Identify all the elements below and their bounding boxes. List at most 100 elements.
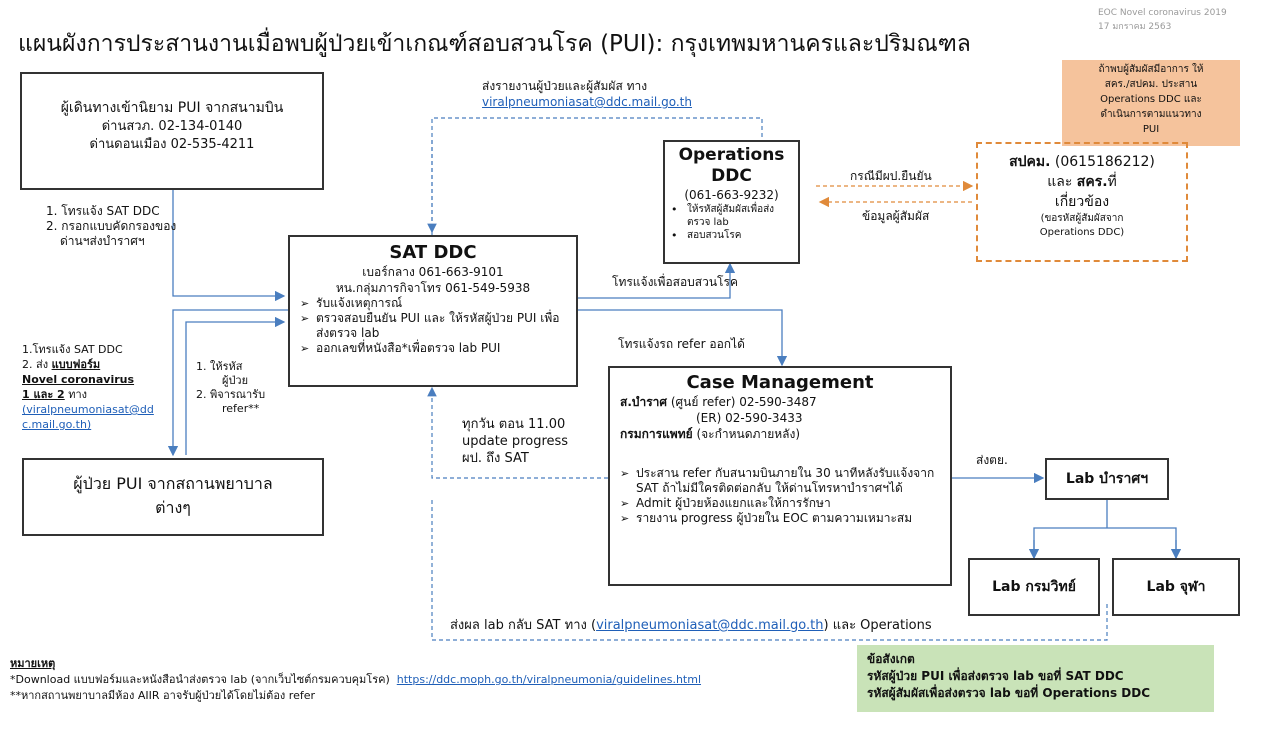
sat-head-phone: หน.กลุ่มภารกิจาโทร 061-549-5938 [335, 281, 531, 295]
airport-steps: 1. โทรแจ้ง SAT DDC 2. กรอกแบบคัดกรองของ … [46, 204, 176, 249]
report-top-text: ส่งรายงานผู้ป่วยและผู้สัมผัส ทาง [482, 79, 648, 93]
ops-item: สอบสวนโรค [671, 229, 792, 242]
arrow-airport-to-sat [172, 190, 286, 302]
airport-step-1: 1. โทรแจ้ง SAT DDC [46, 204, 160, 218]
label-notify-refer: โทรแจ้งรถ refer ออกได้ [618, 337, 745, 351]
hospital-box: ผู้ป่วย PUI จากสถานพยาบาล ต่างๆ [22, 458, 324, 536]
green-note: ข้อสังเกต รหัสผู้ป่วย PUI เพื่อส่งตรวจ l… [857, 645, 1214, 712]
hospital-line2: ต่างๆ [155, 498, 191, 517]
mid-step-2b: refer** [222, 402, 260, 415]
spdkm-phone: (0615186212) [1054, 154, 1155, 170]
left-step-email-2[interactable]: c.mail.go.th) [22, 418, 92, 431]
progress-line3: ผป. ถึง SAT [462, 451, 529, 466]
lab-return-email-link[interactable]: viralpneumoniasat@ddc.mail.go.th [596, 618, 824, 633]
arrow-sat-to-ops [578, 262, 736, 299]
footnote-n2: **หากสถานพยาบาลมีห้อง AIIR อาจรับผู้ป่วย… [10, 689, 316, 702]
mid-step-2: 2. พิจารณารับ [196, 388, 266, 401]
footnote: หมายเหตุ *Download แบบฟอร์มและหนังสือนำส… [10, 656, 701, 704]
airport-line3: ด่านดอนเมือง 02-535-4211 [89, 137, 255, 152]
left-step-2b: แบบฟอร์ม [51, 358, 101, 371]
airport-step-2: 2. กรอกแบบคัดกรองของ [46, 219, 177, 233]
lab-dmsc-box: Lab กรมวิทย์ [968, 558, 1100, 616]
mid-steps: 1. ให้รหัส ผู้ป่วย 2. พิจารณารับ refer** [196, 360, 265, 416]
spdkm-line3: เกี่ยวข้อง [1054, 194, 1110, 210]
label-progress: ทุกวัน ตอน 11.00 update progress ผป. ถึง… [462, 416, 568, 467]
left-step-2a: 2. ส่ง [22, 358, 52, 371]
case-line1b: (ศูนย์ refer) 02-590-3487 [667, 395, 817, 409]
mid-step-1b: ผู้ป่วย [222, 374, 249, 387]
spdkm-name2: สคร. [1076, 174, 1108, 190]
label-lab-return: ส่งผล lab กลับ SAT ทาง (viralpneumoniasa… [450, 618, 932, 634]
ops-phone: (061-663-9232) [684, 188, 779, 202]
airport-line1: ผู้เดินทางเข้านิยาม PUI จากสนามบิน [60, 100, 284, 116]
sat-item: ตรวจสอบยืนยัน PUI และ ให้รหัสผู้ป่วย PUI… [300, 311, 566, 341]
spdkm-and: และ [1047, 174, 1073, 190]
report-top-email-link[interactable]: viralpneumoniasat@ddc.mail.go.th [482, 95, 692, 109]
orange-note-l3: Operations DDC และ [1100, 94, 1202, 105]
orange-note-l1: ถ้าพบผู้สัมผัสมีอาการ ให้ [1098, 64, 1204, 75]
green-note-l2: รหัสผู้สัมผัสเพื่อส่งตรวจ lab ขอที่ Oper… [867, 686, 1150, 700]
label-contact-info: ข้อมูลผู้สัมผัส [862, 209, 930, 223]
green-note-l1: รหัสผู้ป่วย PUI เพื่อส่งตรวจ lab ขอที่ S… [867, 669, 1124, 683]
lab-chula-box: Lab จุฬา [1112, 558, 1240, 616]
spdkm-suffix: ที่ [1107, 174, 1117, 190]
arrow-case-progress [427, 386, 608, 479]
ops-title-2: DDC [711, 166, 752, 186]
spdkm-name1: สปคม. [1009, 154, 1051, 170]
ops-title-1: Operations [678, 145, 785, 165]
lab-bamrat-box: Lab บำราศฯ [1045, 458, 1169, 500]
sat-items: รับแจ้งเหตุการณ์ ตรวจสอบยืนยัน PUI และ ใ… [300, 296, 566, 356]
arrow-hospital-to-sat [185, 316, 286, 455]
lab-return-text: ส่งผล lab กลับ SAT ทาง ( [450, 618, 597, 633]
report-top-label: ส่งรายงานผู้ป่วยและผู้สัมผัส ทาง viralpn… [482, 78, 692, 110]
footnote-n1: *Download แบบฟอร์มและหนังสือนำส่งตรวจ la… [10, 673, 390, 686]
green-note-heading: ข้อสังเกต [867, 652, 915, 666]
header-note-line1: EOC Novel coronavirus 2019 [1098, 8, 1227, 18]
sat-item: รับแจ้งเหตุการณ์ [300, 296, 566, 311]
orange-note-l2: สคร./สปคม. ประสาน [1104, 79, 1198, 90]
airport-step-2b: ด่านฯส่งบำราศฯ [60, 234, 145, 248]
sat-item: ออกเลขที่หนังสือ*เพื่อตรวจ lab PUI [300, 341, 566, 356]
header-note: EOC Novel coronavirus 2019 17 มกราคม 256… [1098, 6, 1227, 34]
label-confirmed: กรณีมีผป.ยืนยัน [850, 169, 932, 183]
spdkm-note1: (ขอรหัสผู้สัมผัสจาก [1040, 213, 1124, 224]
header-note-line2: 17 มกราคม 2563 [1098, 22, 1172, 32]
case-item: รายงาน progress ผู้ป่วยใน EOC ตามความเหม… [620, 511, 940, 526]
operations-ddc-box: Operations DDC (061-663-9232) ให้รหัสผู้… [663, 140, 800, 264]
airport-line2: ด่านสวภ. 02-134-0140 [101, 119, 243, 134]
left-step-3: Novel coronavirus [22, 373, 135, 386]
left-step-4b: ทาง [64, 388, 88, 401]
case-items: ประสาน refer กับสนามบินภายใน 30 นาทีหลัง… [620, 466, 940, 526]
arrow-sat-to-case [578, 309, 788, 367]
spdkm-note2: Operations DDC) [1039, 227, 1125, 238]
case-line3b: (จะกำหนดภายหลัง) [692, 427, 801, 441]
airport-box: ผู้เดินทางเข้านิยาม PUI จากสนามบิน ด่านส… [20, 72, 324, 190]
left-steps: 1.โทรแจ้ง SAT DDC 2. ส่ง แบบฟอร์ม Novel … [22, 342, 154, 432]
footnote-url-link[interactable]: https://ddc.moph.go.th/viralpneumonia/gu… [396, 673, 702, 686]
case-item: ประสาน refer กับสนามบินภายใน 30 นาทีหลัง… [620, 466, 940, 496]
arrow-lab-split [1033, 500, 1177, 558]
left-step-1: 1.โทรแจ้ง SAT DDC [22, 343, 123, 356]
label-notify-investigate: โทรแจ้งเพื่อสอบสวนโรค [612, 275, 738, 289]
orange-note-l5: PUI [1142, 124, 1160, 135]
ops-item: ให้รหัสผู้สัมผัสเพื่อส่งตรวจ lab [671, 203, 792, 229]
label-send-lab: ส่งตย. [976, 453, 1008, 467]
ops-items: ให้รหัสผู้สัมผัสเพื่อส่งตรวจ lab สอบสวนโ… [671, 203, 792, 242]
sat-center-phone: เบอร์กลาง 061-663-9101 [362, 265, 504, 279]
case-item: Admit ผู้ป่วยห้องแยกและให้การรักษา [620, 496, 940, 511]
mid-step-1: 1. ให้รหัส [196, 360, 243, 373]
left-step-email-1[interactable]: (viralpneumoniasat@dd [22, 403, 154, 416]
arrow-lab-return [431, 500, 1108, 641]
case-line1a: ส.บำราศ [620, 395, 668, 409]
case-line2: (ER) 02-590-3433 [696, 411, 803, 425]
sat-ddc-box: SAT DDC เบอร์กลาง 061-663-9101 หน.กลุ่มภ… [288, 235, 578, 387]
hospital-line1: ผู้ป่วย PUI จากสถานพยาบาล [73, 474, 273, 493]
left-step-4a: 1 และ 2 [22, 388, 65, 401]
orange-note: ถ้าพบผู้สัมผัสมีอาการ ให้ สคร./สปคม. ประ… [1062, 60, 1240, 146]
case-title: Case Management [686, 372, 874, 393]
sat-title: SAT DDC [389, 242, 477, 263]
spdkm-box: สปคม. (0615186212) และ สคร.ที่ เกี่ยวข้อ… [976, 142, 1188, 262]
lab-return-suffix: ) และ Operations [823, 618, 932, 633]
arrow-sat-to-hospital [167, 309, 288, 457]
